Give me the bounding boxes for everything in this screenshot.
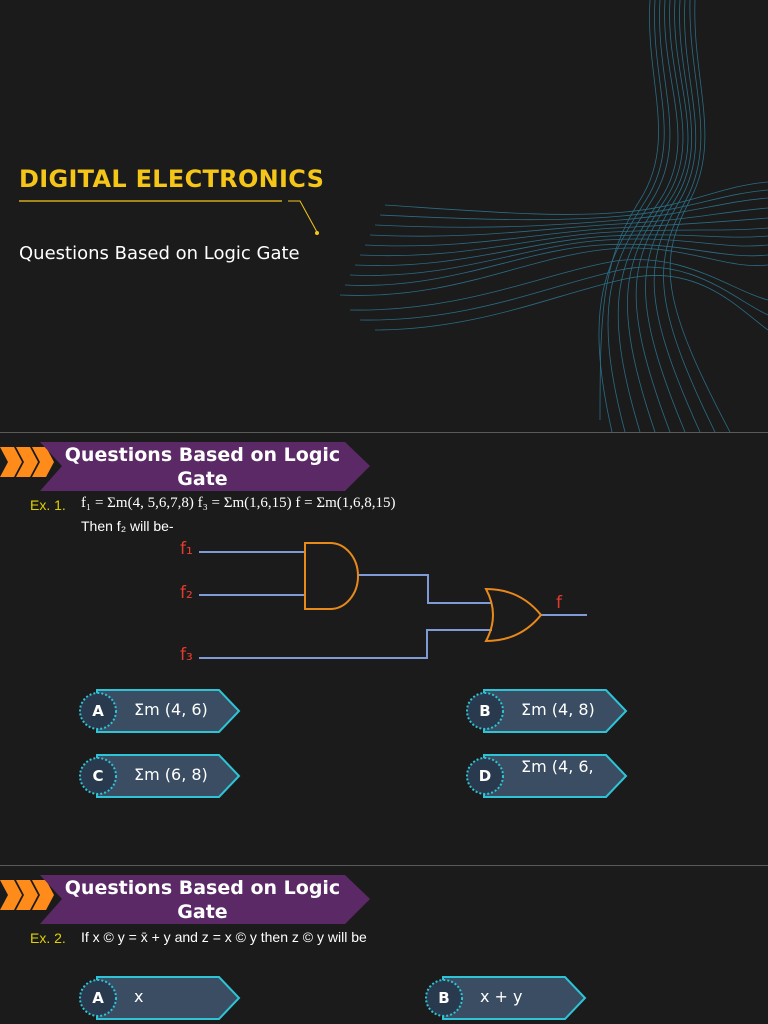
presentation-subtitle: Questions Based on Logic Gate — [19, 243, 300, 264]
output-f-label: f — [556, 593, 562, 613]
option-b[interactable]: B Σm (4, 8) — [466, 688, 631, 734]
question-text-2: Then f₂ will be- — [81, 518, 174, 534]
wave-art — [339, 0, 768, 432]
option-letter: D — [478, 767, 492, 785]
option-text: Σm (6, 8) — [134, 765, 208, 784]
option-text: Σm (4, 8) — [521, 700, 595, 719]
input-f3-label: f₃ — [180, 645, 193, 665]
banner-title: Questions Based on Logic Gate — [64, 444, 341, 490]
or-gate — [484, 587, 543, 643]
option-b[interactable]: B x + y — [425, 975, 590, 1021]
option-text: Σm (4, 6, — [521, 757, 594, 776]
input-f1-label: f₁ — [180, 539, 193, 559]
option-text: Σm (4, 6) — [134, 700, 208, 719]
section-banner: Questions Based on Logic Gate — [0, 873, 372, 925]
option-a[interactable]: A x — [79, 975, 244, 1021]
option-letter: B — [438, 989, 450, 1007]
option-text: x — [134, 987, 144, 1006]
option-letter: A — [92, 989, 104, 1007]
option-c[interactable]: C Σm (6, 8) — [79, 753, 244, 799]
option-text: x + y — [480, 987, 523, 1006]
option-letter: B — [479, 702, 491, 720]
presentation-title: DIGITAL ELECTRONICS — [19, 165, 325, 193]
question-slide-1: Questions Based on Logic Gate Ex. 1. f₁ … — [0, 433, 768, 865]
title-slide: DIGITAL ELECTRONICS Questions Based on L… — [0, 0, 768, 432]
option-a[interactable]: A Σm (4, 6) — [79, 688, 244, 734]
question-text: f₁ = Σm(4, 5,6,7,8) f₃ = Σm(1,6,15) f = … — [81, 495, 396, 511]
question-text: If x © y = x̄ + y and z = x © y then z ©… — [81, 929, 367, 945]
option-d[interactable]: D Σm (4, 6, — [466, 753, 631, 799]
example-label: Ex. 2. — [30, 930, 66, 946]
option-letter: C — [92, 767, 104, 785]
logic-circuit — [199, 542, 587, 659]
title-underline — [19, 200, 319, 235]
input-f2-label: f₂ — [180, 583, 193, 603]
example-label: Ex. 1. — [30, 497, 66, 513]
question-slide-2: Questions Based on Logic Gate Ex. 2. If … — [0, 866, 768, 1024]
section-banner: Questions Based on Logic Gate — [0, 440, 372, 492]
option-letter: A — [92, 702, 104, 720]
and-gate — [304, 542, 359, 610]
banner-title: Questions Based on Logic Gate — [64, 877, 341, 923]
slide-divider — [0, 865, 768, 866]
slide-divider — [0, 432, 768, 433]
